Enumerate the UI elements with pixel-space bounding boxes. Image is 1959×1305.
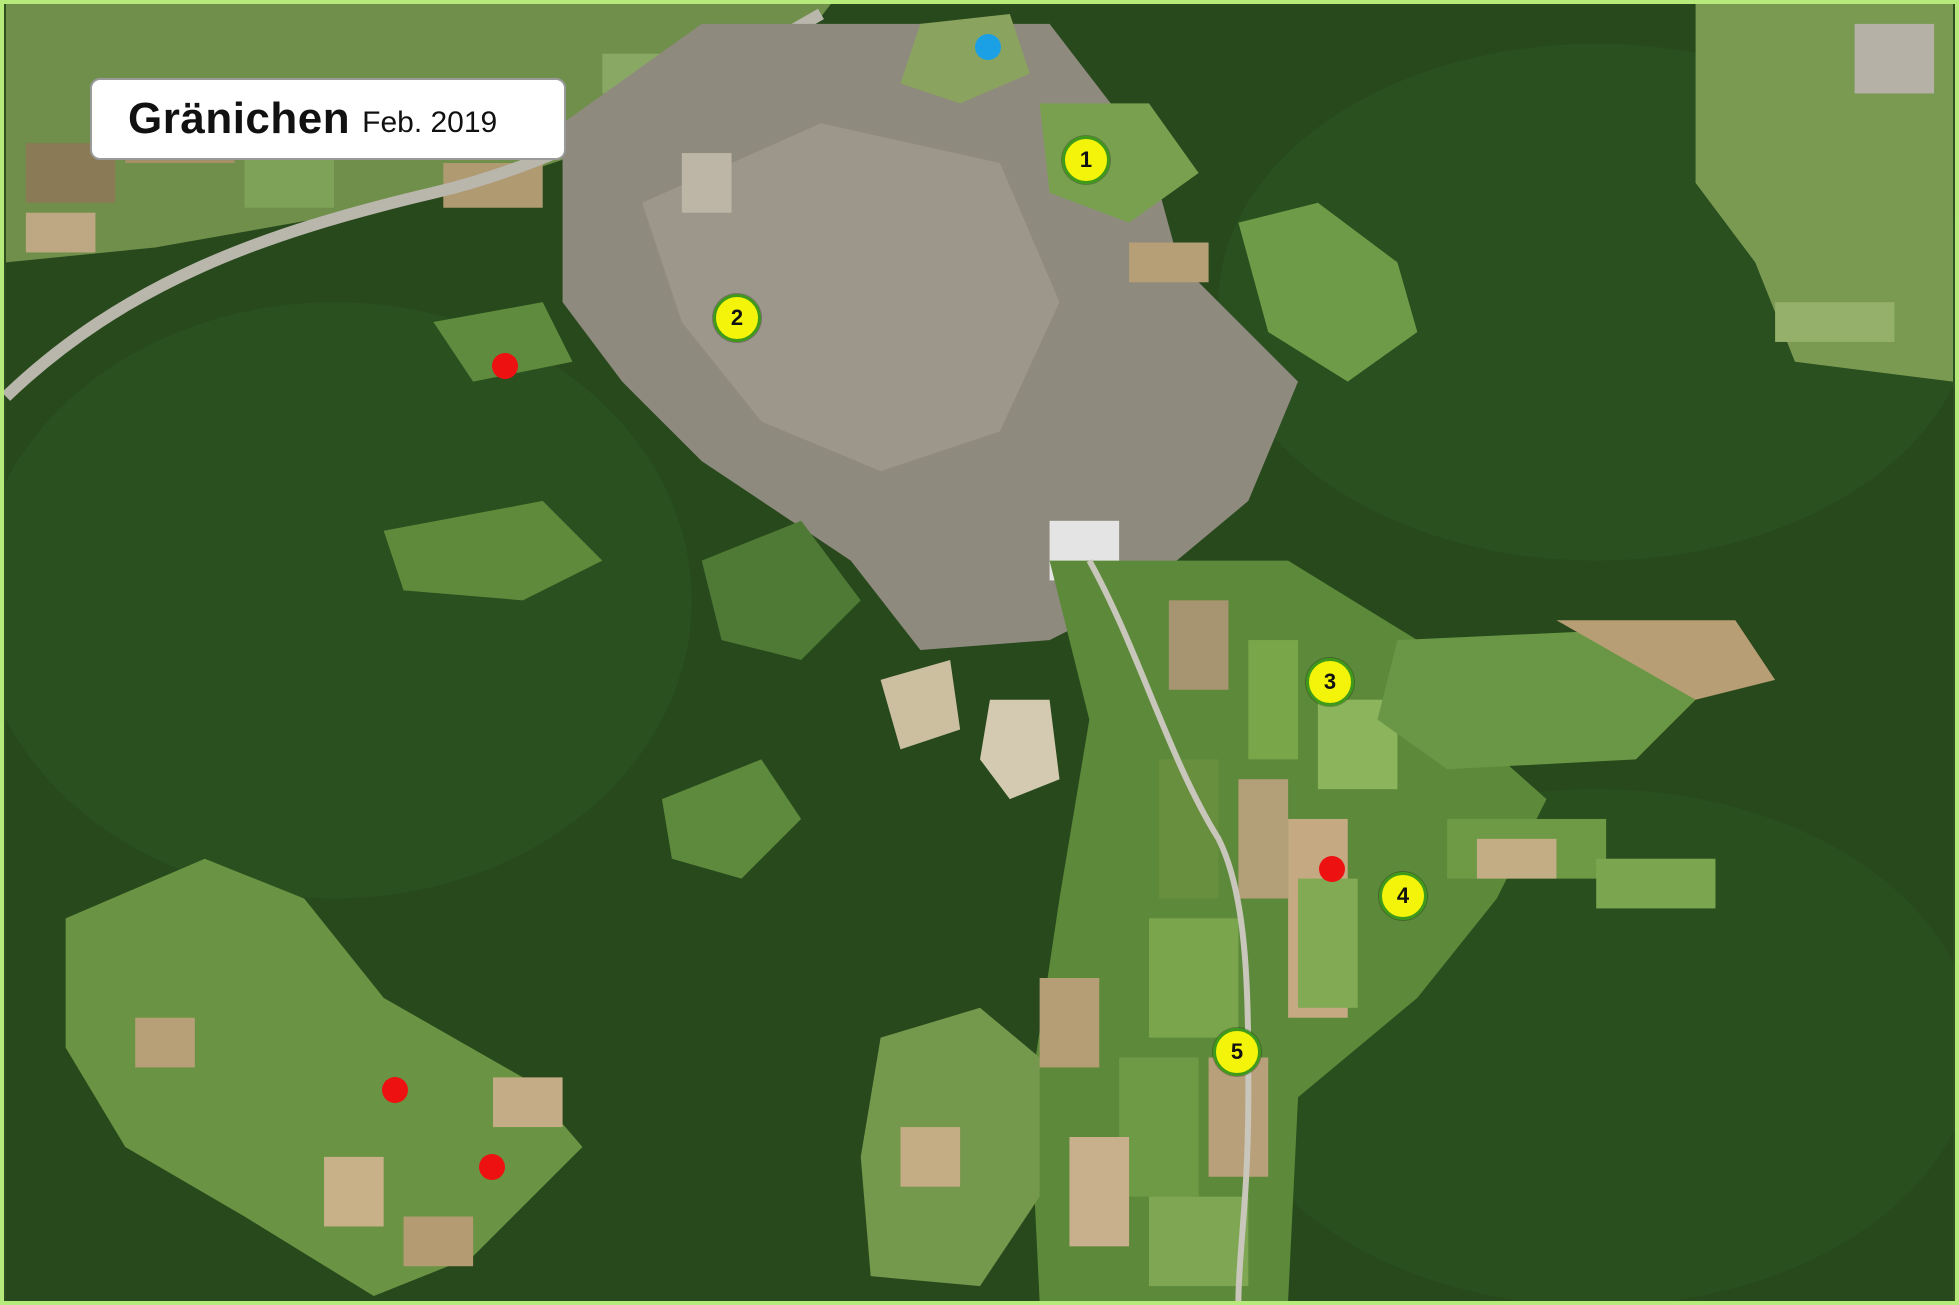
location-marker-1[interactable]: 1 (1062, 136, 1110, 184)
marker-label: 3 (1323, 669, 1337, 694)
red-point[interactable] (1319, 856, 1345, 882)
quarry (979, 699, 1060, 800)
location-marker-5[interactable]: 5 (1213, 1028, 1261, 1076)
location-marker-4[interactable]: 4 (1379, 872, 1427, 920)
marker-label: 1 (1079, 147, 1093, 172)
red-point[interactable] (479, 1154, 505, 1180)
main-road (1086, 559, 1252, 1301)
map-title-box: Gränichen Feb. 2019 (90, 78, 566, 160)
map-title: Gränichen (128, 94, 351, 143)
farmland-southwest (65, 858, 583, 1297)
red-point[interactable] (492, 353, 518, 379)
map-date: Feb. 2019 (362, 106, 498, 139)
aerial-imagery (4, 4, 1955, 1301)
location-marker-3[interactable]: 3 (1306, 658, 1354, 706)
marker-label: 4 (1396, 883, 1410, 908)
farmland-northeast (1695, 4, 1953, 382)
marker-label: 5 (1230, 1039, 1244, 1064)
fields-east (1377, 630, 1696, 770)
location-marker-2[interactable]: 2 (713, 294, 761, 342)
red-point[interactable] (382, 1077, 408, 1103)
blue-point[interactable] (975, 34, 1001, 60)
marker-label: 2 (730, 305, 744, 330)
